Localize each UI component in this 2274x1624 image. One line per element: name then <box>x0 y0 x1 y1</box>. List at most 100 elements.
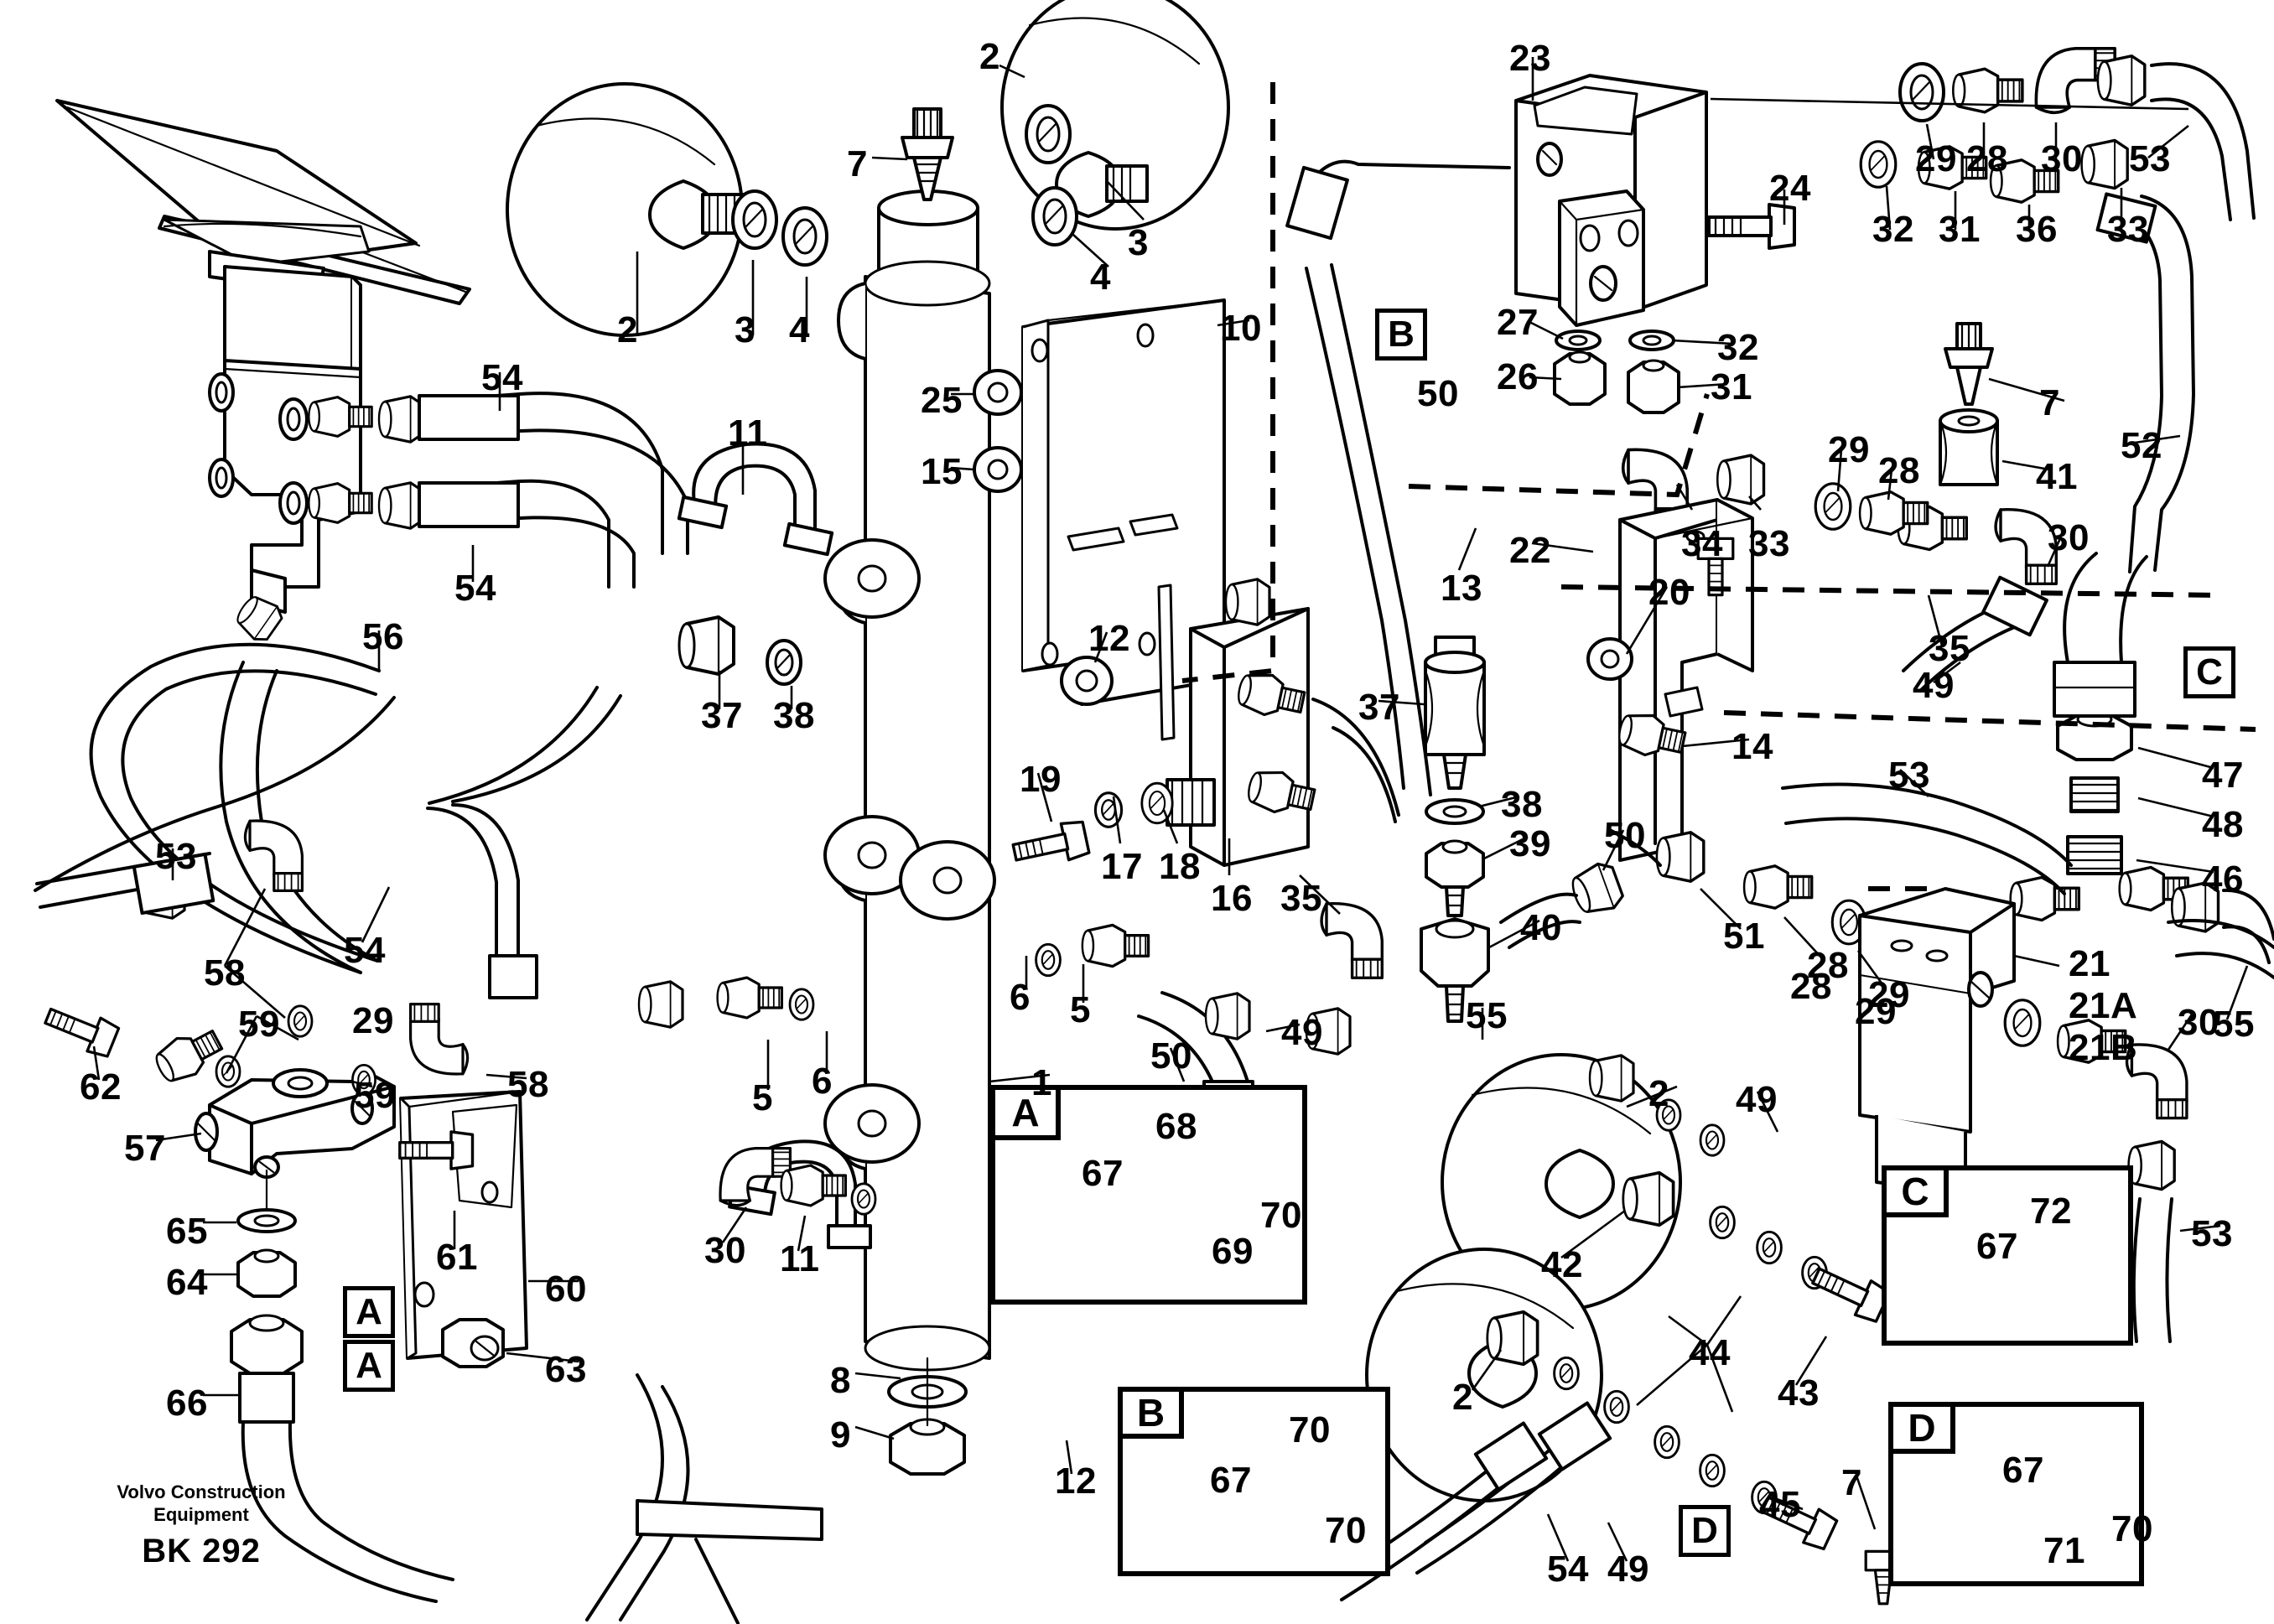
pressure-switch-23 <box>1514 74 1708 327</box>
part-callout-20: 20 <box>1648 572 1690 613</box>
detail-a-part-68: 68 <box>1155 1106 1197 1147</box>
part-callout-25: 25 <box>921 380 963 421</box>
valve-57 <box>194 1068 396 1179</box>
dashed-leader-26 <box>1408 393 1710 498</box>
part-callout-28: 28 <box>1790 966 1832 1007</box>
part-callout-2: 2 <box>617 309 638 350</box>
part-callout-29: 29 <box>1828 429 1870 470</box>
part-callout-55: 55 <box>2213 1004 2255 1045</box>
detail-c-part-67: 67 <box>1976 1226 2018 1267</box>
part-callout-49: 49 <box>1736 1079 1778 1120</box>
part-callout-51: 51 <box>1723 916 1765 957</box>
part-callout-14: 14 <box>1731 726 1773 767</box>
part-callout-29: 29 <box>352 1000 394 1041</box>
part-callout-22: 22 <box>1509 530 1551 571</box>
detail-box-c-tag: C <box>1882 1165 1949 1217</box>
part-callout-56: 56 <box>362 616 404 657</box>
part-callout-53: 53 <box>155 836 197 877</box>
detail-d-part-71: 71 <box>2043 1530 2085 1571</box>
part-callout-11: 11 <box>780 1238 820 1279</box>
part-callout-7: 7 <box>1841 1462 1862 1503</box>
part-callout-34: 34 <box>1681 523 1723 564</box>
part-callout-10: 10 <box>1220 308 1262 349</box>
part-callout-24: 24 <box>1769 168 1811 209</box>
part-callout-58: 58 <box>507 1064 549 1105</box>
logo-line-1: Volvo Construction <box>117 1481 286 1502</box>
part-callout-12: 12 <box>1055 1461 1097 1502</box>
part-callout-26: 26 <box>1497 356 1539 397</box>
accumulator-2-top-left <box>506 82 748 337</box>
part-callout-45: 45 <box>1759 1484 1801 1525</box>
part-callout-6: 6 <box>1010 977 1031 1018</box>
logo-line-2: Equipment <box>153 1503 249 1525</box>
part-callout-1: 1 <box>1031 1062 1052 1103</box>
part-callout-21: 21 <box>2069 943 2110 984</box>
part-callout-8: 8 <box>830 1360 851 1401</box>
bracket-plate-10 <box>973 298 1226 741</box>
part-callout-58: 58 <box>204 952 246 994</box>
part-callout-37: 37 <box>701 695 743 736</box>
part-callout-62: 62 <box>80 1066 122 1108</box>
part-callout-4: 4 <box>789 309 810 350</box>
part-callout-5: 5 <box>752 1077 773 1118</box>
dashed-leader-b <box>1181 82 1275 683</box>
part-callout-15: 15 <box>921 451 963 492</box>
part-callout-29: 29 <box>1855 991 1897 1032</box>
part-callout-50: 50 <box>1417 373 1459 414</box>
part-callout-42: 42 <box>1541 1244 1583 1285</box>
part-callout-18: 18 <box>1159 846 1201 887</box>
brake-pedal-assembly <box>55 99 471 614</box>
part-callout-50: 50 <box>1150 1035 1192 1077</box>
part-callout-37: 37 <box>1358 687 1400 728</box>
part-callout-28: 28 <box>1807 945 1849 986</box>
part-callout-40: 40 <box>1520 907 1562 948</box>
part-callout-2: 2 <box>1452 1377 1473 1418</box>
filter-21 <box>1858 887 2016 1196</box>
part-callout-63: 63 <box>545 1349 587 1390</box>
part-callout-7: 7 <box>847 143 868 184</box>
part-callout-30: 30 <box>2178 1002 2219 1043</box>
logo-code: BK 292 <box>142 1532 261 1570</box>
part-callout-30: 30 <box>2048 517 2090 558</box>
part-callout-48: 48 <box>2202 804 2244 845</box>
detail-b-part-70: 70 <box>1325 1510 1367 1551</box>
part-callout-21B: 21B <box>2069 1027 2138 1068</box>
part-callout-36: 36 <box>2016 209 2058 250</box>
part-callout-4: 4 <box>1090 257 1111 298</box>
part-callout-27: 27 <box>1497 302 1539 343</box>
part-callout-3: 3 <box>735 309 755 350</box>
part-callout-53: 53 <box>2191 1213 2233 1254</box>
part-callout-44: 44 <box>1689 1332 1731 1373</box>
detail-a-part-70: 70 <box>1260 1195 1302 1236</box>
part-callout-28: 28 <box>1966 138 2008 179</box>
part-callout-41: 41 <box>2036 456 2078 497</box>
part-callout-6: 6 <box>812 1061 833 1102</box>
part-callout-16: 16 <box>1211 878 1253 919</box>
part-callout-33: 33 <box>2107 209 2149 250</box>
part-callout-49: 49 <box>1913 665 1955 706</box>
part-callout-53: 53 <box>1888 755 1930 796</box>
part-callout-29: 29 <box>1915 138 1957 179</box>
part-callout-11: 11 <box>728 412 768 454</box>
part-callout-50: 50 <box>1604 815 1646 856</box>
part-callout-5: 5 <box>1070 989 1091 1030</box>
part-callout-35: 35 <box>1929 628 1970 669</box>
reference-tag-c-right: C <box>2183 646 2235 698</box>
part-callout-38: 38 <box>773 695 815 736</box>
part-callout-47: 47 <box>2202 755 2244 796</box>
part-callout-46: 46 <box>2202 859 2244 900</box>
part-callout-29: 29 <box>1868 974 1910 1015</box>
part-callout-31: 31 <box>1711 366 1752 407</box>
part-callout-13: 13 <box>1441 568 1482 609</box>
detail-a-part-69: 69 <box>1212 1231 1254 1272</box>
fitting-37-left <box>678 615 802 686</box>
part-callout-57: 57 <box>124 1128 166 1169</box>
reference-tag-b-top: B <box>1375 309 1427 361</box>
part-callout-30: 30 <box>704 1230 746 1271</box>
valve-block-16 <box>1166 578 1400 867</box>
part-callout-64: 64 <box>166 1262 208 1303</box>
part-callout-7: 7 <box>2039 382 2060 423</box>
detail-c-part-72: 72 <box>2030 1191 2072 1232</box>
part-callout-2: 2 <box>979 36 1000 77</box>
